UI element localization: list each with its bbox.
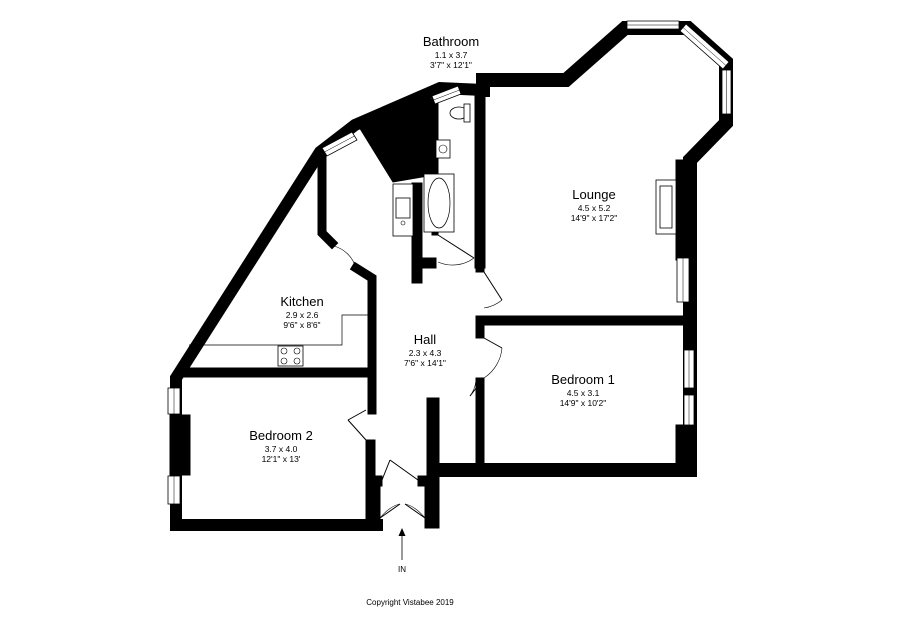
hall-east-wall-upper [475,257,485,273]
bedroom1-metric: 4.5 x 3.1 [567,388,600,398]
door-hall-east [469,377,477,397]
labels: Bathroom 1.1 x 3.7 3'7" x 12'1" Lounge 4… [249,34,617,607]
door-kitchen [333,245,357,269]
kitchen-name: Kitchen [280,294,323,309]
bathroom-wedge-wall [355,97,435,183]
window-bedroom2-lower [167,475,181,505]
window-kitchen [321,131,358,157]
bedroom1-west-wall-top [475,315,485,339]
kitchen-metric: 2.9 x 2.6 [286,310,319,320]
bedroom1-east-wall [675,424,697,471]
fixtures [189,103,677,367]
lounge-east-wall [675,159,697,261]
bedroom1-name: Bedroom 1 [551,372,615,387]
bedroom2-west-wall [169,414,191,476]
hall-imperial: 7'6" x 14'1" [404,358,446,368]
lounge-bedroom1-wall [475,315,691,326]
bathroom-label: Bathroom 1.1 x 3.7 3'7" x 12'1" [423,34,479,70]
kitchen-bedroom2-wall [179,367,373,378]
bathtub [423,173,455,233]
lounge-name: Lounge [572,187,615,202]
window-bathroom [431,85,462,105]
window-lounge-top [626,20,680,30]
bedroom1-west-wall-bottom [475,377,485,471]
bathroom-imperial: 3'7" x 12'1" [430,60,472,70]
window-bedroom1-upper [683,349,695,389]
window-bedroom2-upper [167,387,181,415]
door-bedroom2 [347,409,367,441]
bathroom-metric: 1.1 x 3.7 [435,50,468,60]
kitchen-sink [392,183,414,237]
bedroom2-name: Bedroom 2 [249,428,313,443]
entrance-arrow [398,528,406,560]
hall-name: Hall [414,332,437,347]
inner-vestibule-wall-right [417,475,433,487]
bedroom1-label: Bedroom 1 4.5 x 3.1 14'9" x 10'2" [551,372,615,408]
bathroom-name: Bathroom [423,34,479,49]
hall-metric: 2.3 x 4.3 [409,348,442,358]
fireplace [655,179,677,235]
copyright-text: Copyright Vistabee 2019 [366,598,454,607]
walls [169,21,733,531]
doors [333,234,503,519]
bedroom2-imperial: 12'1" x 13' [262,454,301,464]
bathroom-basin [435,139,451,159]
inner-vestibule-wall-left [367,475,383,487]
hall-east-wall-lower [426,397,440,479]
window-bedroom1-lower [683,394,695,426]
bedroom2-metric: 3.7 x 4.0 [265,444,298,454]
kitchen-imperial: 9'6" x 8'6" [283,320,320,330]
windows [167,20,732,505]
toilet [449,103,471,123]
hall-label: Hall 2.3 x 4.3 7'6" x 14'1" [404,332,446,368]
hob [277,345,304,367]
hall-partition-stub [411,257,437,269]
kitchen-label: Kitchen 2.9 x 2.6 9'6" x 8'6" [280,294,323,330]
lounge-west-wall [474,85,486,269]
kitchen-hall-wall [349,261,377,415]
lounge-metric: 4.5 x 5.2 [578,203,611,213]
lounge-imperial: 14'9" x 17'2" [571,213,618,223]
door-bathroom [437,234,475,266]
window-lounge-east [676,257,690,303]
entrance-label: IN [398,565,406,574]
window-lounge-bay-diagonal [679,23,730,70]
lounge-label: Lounge 4.5 x 5.2 14'9" x 17'2" [571,187,618,223]
door-vestibule-inner [381,459,419,481]
kitchen-wall-stub [317,147,339,250]
bedroom1-imperial: 14'9" x 10'2" [560,398,607,408]
bedroom2-label: Bedroom 2 3.7 x 4.0 12'1" x 13' [249,428,313,464]
window-lounge-bay-side [721,69,732,115]
kitchen-counter [189,314,368,346]
door-entrance [379,503,426,519]
door-lounge [483,271,503,309]
